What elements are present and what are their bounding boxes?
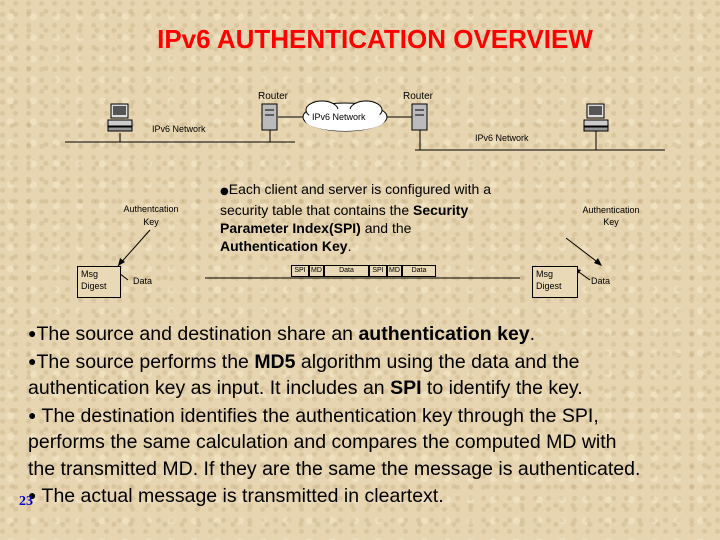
msg-digest-box-right: Msg Digest <box>532 266 578 298</box>
router-icon <box>261 103 278 131</box>
computer-icon <box>583 103 609 132</box>
network-label-left: IPv6 Network <box>152 124 206 134</box>
computer-icon <box>107 103 133 132</box>
list-item: the transmitted MD. If they are the same… <box>28 457 641 480</box>
network-label-right: IPv6 Network <box>475 133 529 143</box>
list-item: authentication key as input. It includes… <box>28 377 583 399</box>
packet-field: Data <box>324 265 369 277</box>
network-diagram: Router Router IPv6 Network IPv6 Network … <box>65 91 665 298</box>
bullet-list: ●The source and destination share an aut… <box>28 320 718 510</box>
bullet-icon: ● <box>28 487 37 503</box>
bullet-icon: ● <box>28 406 37 423</box>
packet-field: MD <box>387 265 402 277</box>
description-text: ●Each client and server is configured wi… <box>220 181 491 254</box>
packet: SPI MD Data SPI MD Data <box>291 265 436 277</box>
router-label-right: Router <box>403 91 434 102</box>
slide-title: IPv6 AUTHENTICATION OVERVIEW <box>157 24 593 54</box>
msg-digest-box-left: Msg Digest <box>77 266 121 298</box>
list-item: ● The actual message is transmitted in c… <box>28 485 444 507</box>
packet-field: MD <box>309 265 324 277</box>
list-item: ●The source and destination share an aut… <box>28 323 536 345</box>
network-cloud-label: IPv6 Network <box>312 112 366 122</box>
data-label-right: Data <box>591 276 611 286</box>
bullet-icon: ● <box>220 186 229 197</box>
list-item: performs the same calculation and compar… <box>28 431 617 453</box>
diagram-lines <box>65 100 665 281</box>
router-label-left: Router <box>258 91 289 102</box>
list-item: ●The source performs the MD5 algorithm u… <box>28 350 580 373</box>
auth-key-label-left: Authentcation Key <box>123 204 179 227</box>
router-icon <box>411 103 428 131</box>
cloud-icon <box>302 100 388 132</box>
slide-number: 23 <box>19 494 33 509</box>
bullet-icon: ● <box>28 352 37 369</box>
packet-field: SPI <box>291 265 309 277</box>
packet-field: Data <box>402 265 436 277</box>
data-label-left: Data <box>133 276 153 286</box>
bullet-icon: ● <box>28 325 37 341</box>
auth-key-label-right: Authentication Key <box>582 205 640 227</box>
list-item: ● The destination identifies the authent… <box>28 404 599 427</box>
packet-field: SPI <box>369 265 387 277</box>
